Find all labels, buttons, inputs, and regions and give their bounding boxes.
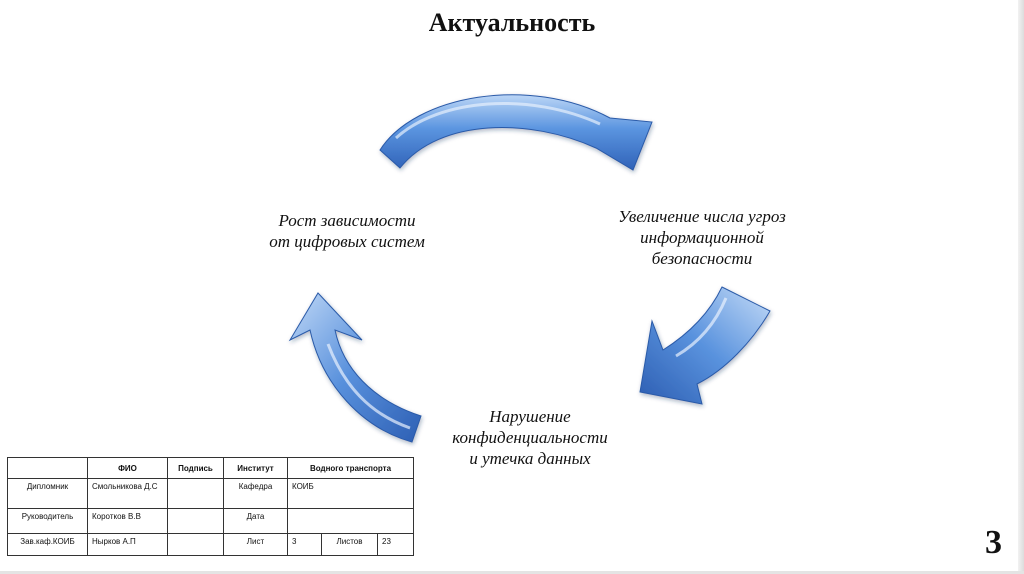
table-row: Руководитель Коротков В.В Дата (7, 508, 414, 534)
label-line: конфиденциальности (452, 428, 608, 447)
arrow-top-icon (379, 94, 653, 171)
table-cell: Руководитель (7, 508, 88, 534)
cycle-label-leak: Нарушение конфиденциальности и утечка да… (420, 406, 640, 469)
table-cell: 23 (377, 533, 414, 556)
slide-title: Актуальность (428, 8, 596, 37)
cycle-label-threats: Увеличение числа угроз информационной бе… (582, 206, 822, 269)
label-line: и утечка данных (469, 449, 591, 468)
table-cell: Дипломник (7, 478, 88, 509)
table-cell: ФИО (87, 457, 168, 479)
table-cell: Смольникова Д.С (87, 478, 168, 509)
table-cell: 3 (287, 533, 322, 556)
table-cell: Кафедра (223, 478, 288, 509)
table-cell: Водного транспорта (287, 457, 414, 479)
table-cell: Листов (321, 533, 378, 556)
label-line: безопасности (651, 249, 753, 268)
label-line: Нарушение (489, 407, 571, 426)
table-cell: Лист (223, 533, 288, 556)
table-cell: Дата (223, 508, 288, 534)
arrow-left-icon (288, 292, 422, 443)
table-cell: Институт (223, 457, 288, 479)
table-row: ФИО Подпись Институт Водного транспорта (7, 457, 414, 479)
table-cell: КОИБ (287, 478, 414, 509)
title-block-table: ФИО Подпись Институт Водного транспорта … (7, 457, 414, 556)
table-cell: Коротков В.В (87, 508, 168, 534)
arrow-right-icon (639, 286, 771, 405)
slide-edge-right (1018, 0, 1024, 574)
table-cell: Подпись (167, 457, 224, 479)
table-row: Дипломник Смольникова Д.С Кафедра КОИБ (7, 478, 414, 509)
table-cell (167, 478, 224, 509)
label-line: от цифровых систем (269, 232, 425, 251)
table-cell (7, 457, 88, 479)
table-cell (167, 533, 224, 556)
label-line: Увеличение числа угроз (618, 207, 786, 226)
table-row: Зав.каф.КОИБ Ныpков А.П Лист 3 Листов 23 (7, 533, 414, 556)
page-number: 3 (985, 524, 1002, 561)
table-cell: Ныpков А.П (87, 533, 168, 556)
label-line: информационной (640, 228, 764, 247)
table-cell (167, 508, 224, 534)
table-cell: Зав.каф.КОИБ (7, 533, 88, 556)
slide-edge-bottom (0, 571, 1024, 574)
label-line: Рост зависимости (278, 211, 416, 230)
table-cell (287, 508, 414, 534)
cycle-label-dependency: Рост зависимости от цифровых систем (232, 210, 462, 252)
